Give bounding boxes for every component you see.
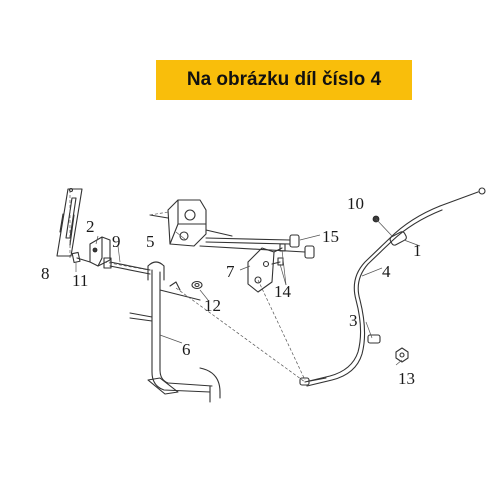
callout-6: 6	[182, 340, 191, 359]
callout-9: 9	[112, 232, 121, 251]
callout-5: 5	[146, 232, 155, 251]
callout-14: 14	[274, 282, 292, 301]
part-12-washer	[191, 280, 203, 290]
callout-10: 10	[347, 194, 364, 213]
part-6-main-stand	[129, 261, 221, 403]
callout-labels: 1 2 3 4 5 6 7 8 9 10 11 12 13 14 15	[41, 194, 422, 388]
part-8-spring-plate	[56, 187, 83, 257]
part-9-pivot-bolt	[103, 257, 151, 275]
assembly-guide-lines	[69, 190, 306, 383]
callout-leader-lines	[75, 231, 421, 366]
part-4-cable	[299, 187, 486, 387]
part-number-banner: Na obrázku díl číslo 4	[156, 60, 412, 100]
part-13-nut	[395, 347, 409, 363]
callout-11: 11	[72, 271, 88, 290]
part-2-bracket	[89, 236, 111, 267]
callout-8: 8	[41, 264, 50, 283]
callout-12: 12	[204, 296, 221, 315]
part-1-adjuster	[389, 231, 407, 246]
part-7-plate	[247, 247, 275, 293]
callout-13: 13	[398, 369, 415, 388]
callout-4: 4	[382, 262, 391, 281]
part-10-nut	[372, 215, 393, 237]
callout-3: 3	[349, 311, 358, 330]
callout-2: 2	[86, 217, 95, 236]
part-11-bolt	[71, 251, 91, 264]
part-15-bolts	[199, 234, 315, 259]
callout-1: 1	[413, 241, 422, 260]
part-3-clamp	[367, 334, 381, 344]
callout-15: 15	[322, 227, 339, 246]
callout-7: 7	[226, 262, 235, 281]
part-5-main-bracket	[149, 199, 233, 247]
